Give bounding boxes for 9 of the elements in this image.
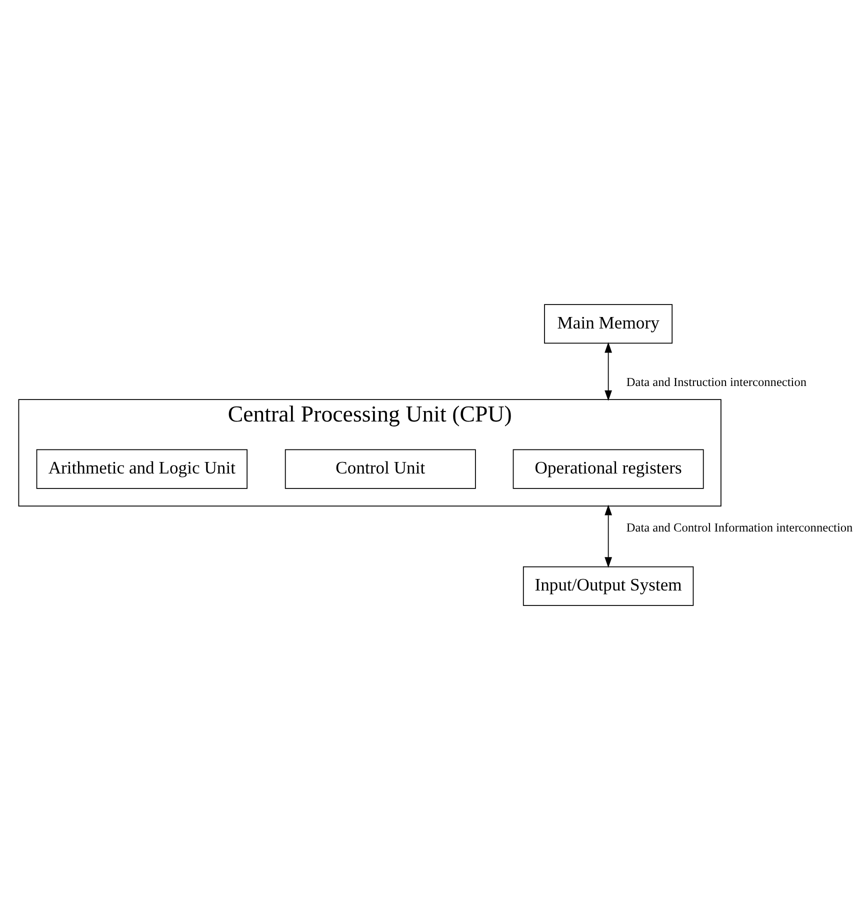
arrow	[604, 504, 612, 568]
edge-label: Data and Control Information interconnection	[626, 520, 853, 534]
edge-label: Data and Instruction interconnection	[626, 374, 807, 389]
node-box: Arithmetic and Logic Unit	[36, 448, 248, 488]
arrow	[604, 342, 612, 400]
node-box: Operational registers	[512, 448, 704, 488]
node-box: Input/Output System	[522, 566, 694, 606]
node-box: Control Unit	[284, 448, 476, 488]
node-box: Main Memory	[544, 304, 673, 344]
